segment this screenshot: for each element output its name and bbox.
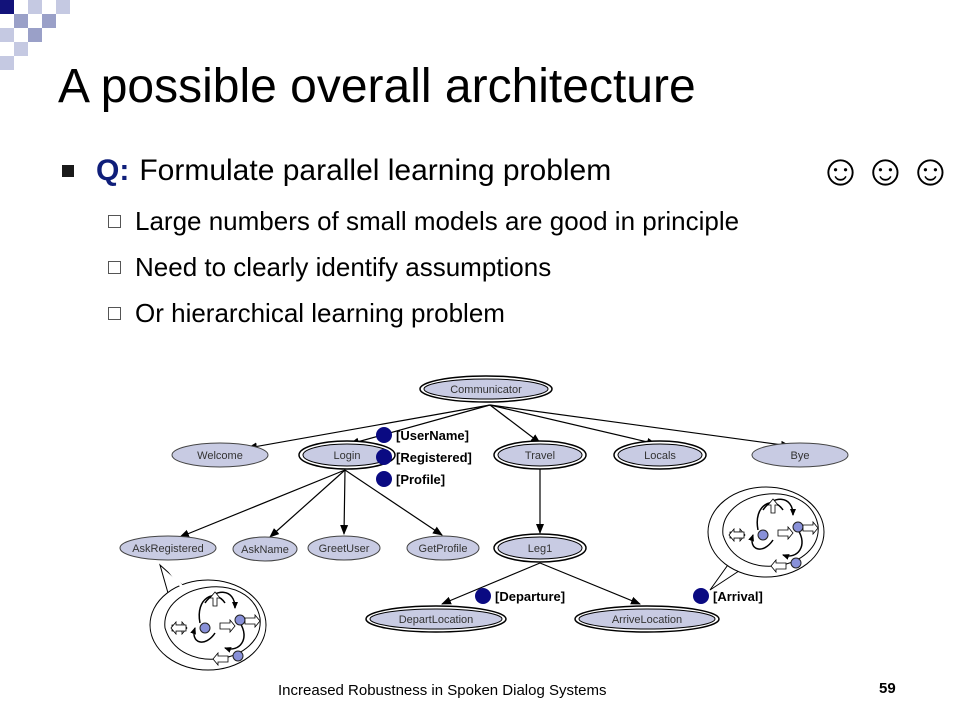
node-getprofile: GetProfile: [419, 543, 468, 555]
node-leg1: Leg1: [528, 543, 552, 555]
slot-profile: [Profile]: [396, 472, 445, 487]
edge-communicator-welcome: [247, 404, 491, 451]
slot-arrival: [Arrival]: [713, 589, 763, 604]
footer-text: Increased Robustness in Spoken Dialog Sy…: [278, 682, 607, 699]
slot-dot: [376, 471, 392, 487]
page-number: 59: [879, 680, 896, 697]
main-bullet: Q: Formulate parallel learning problem: [62, 153, 611, 189]
smiley-faces: ☺☺☺: [818, 146, 953, 195]
node-login: Login: [334, 450, 361, 462]
hollow-square-bullet-icon: [108, 214, 121, 228]
edge-leg1-departlocation: [441, 562, 541, 605]
node-travel: Travel: [525, 450, 555, 462]
edge-login-greetuser: [340, 469, 349, 535]
edge-communicator-login: [349, 404, 491, 446]
square-bullet-icon: [62, 165, 74, 177]
edge-communicator-travel: [489, 404, 541, 444]
sub-bullet-text: Or hierarchical learning problem: [135, 297, 505, 328]
slot-departure: [Departure]: [495, 589, 565, 604]
slot-registered: [Registered]: [396, 450, 472, 465]
question-prefix: Q:: [96, 154, 130, 187]
edge-leg1-arrivelocation: [539, 562, 641, 605]
sub-bullet-text: Need to clearly identify assumptions: [135, 251, 552, 282]
node-bye: Bye: [791, 450, 810, 462]
sub-bullet-1: Large numbers of small models are good i…: [108, 204, 739, 238]
callout-right: [707, 486, 825, 591]
slot-username: [UserName]: [396, 428, 469, 443]
node-greetuser: GreetUser: [319, 543, 370, 555]
edge-login-getprofile: [344, 469, 443, 536]
node-askregistered: AskRegistered: [132, 543, 204, 555]
node-welcome: Welcome: [197, 450, 243, 462]
node-communicator: Communicator: [450, 384, 522, 396]
node-askname: AskName: [241, 544, 289, 556]
callout-left: [149, 563, 267, 671]
slot-dot: [376, 449, 392, 465]
slide-title: A possible overall architecture: [58, 60, 696, 113]
slot-dot: [693, 588, 709, 604]
edge-communicator-bye: [489, 404, 791, 449]
slot-dot: [475, 588, 491, 604]
edge-communicator-locals: [489, 404, 657, 446]
hollow-square-bullet-icon: [108, 306, 121, 320]
edge-login-askregistered: [179, 469, 346, 538]
node-arrivelocation: ArriveLocation: [612, 614, 682, 626]
slot-dot: [376, 427, 392, 443]
node-locals: Locals: [644, 450, 676, 462]
main-bullet-text: Formulate parallel learning problem: [139, 154, 612, 187]
sub-bullet-3: Or hierarchical learning problem: [108, 296, 505, 330]
node-departlocation: DepartLocation: [399, 614, 474, 626]
edge-login-askname: [269, 469, 346, 538]
sub-bullet-2: Need to clearly identify assumptions: [108, 250, 551, 284]
sub-bullet-text: Large numbers of small models are good i…: [135, 205, 740, 236]
hollow-square-bullet-icon: [108, 260, 121, 274]
